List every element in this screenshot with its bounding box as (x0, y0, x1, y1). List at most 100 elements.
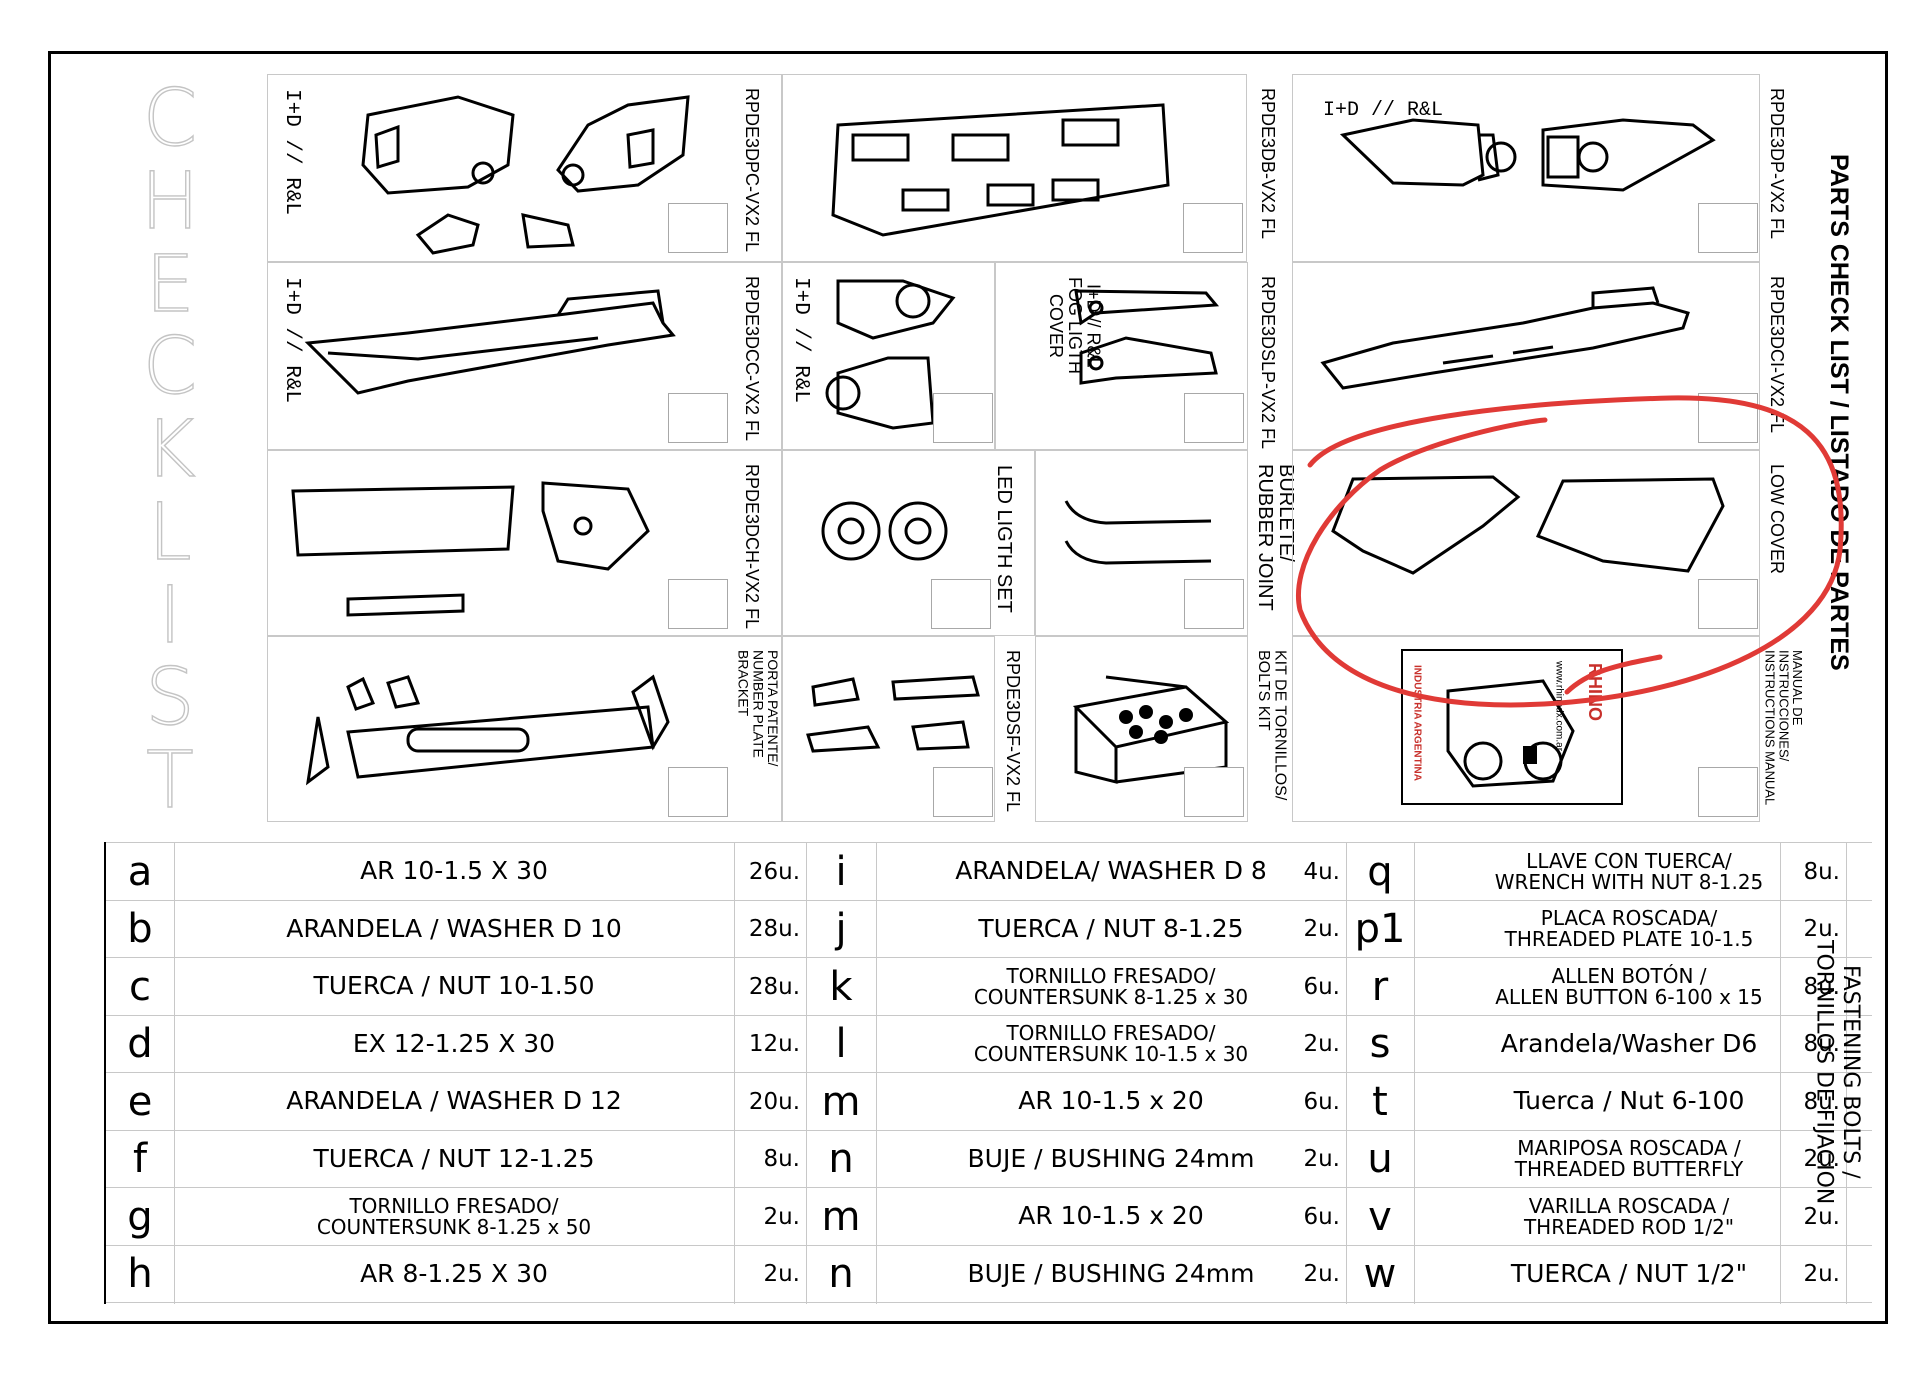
part-code-cell: RPDE3DCC-VX2 FL (730, 262, 780, 450)
part-cell-db-beam (782, 74, 1247, 262)
part-checkbox[interactable] (1698, 579, 1758, 629)
bolt-letter: d (127, 1021, 153, 1067)
bolt-description: AR 10-1.5 X 30 (360, 856, 548, 886)
part-code-cell: KIT DE TORNILLOS/ BOLTS KIT (1248, 636, 1298, 822)
bolt-letter: b (127, 906, 153, 952)
part-checkbox[interactable] (1184, 579, 1244, 629)
led-set-drawing (821, 501, 948, 561)
bolt-description: ARANDELA/ WASHER D 8 (955, 856, 1267, 886)
bolt-description: ARANDELA / WASHER D 12 (286, 1086, 622, 1116)
part-code: RPDE3DSLP-VX2 FL (1257, 276, 1278, 450)
part-code: RPDE3DB-VX2 FL (1257, 88, 1278, 240)
table-column-divider (806, 842, 807, 1304)
fastening-bolts-title: FASTENING BOLTS / TORNILLOS DE FIJACION (1811, 940, 1863, 1205)
table-column-divider (734, 842, 735, 1304)
bolt-quantity: 2u. (1303, 1031, 1340, 1057)
bolt-description: TORNILLO FRESADO/ COUNTERSUNK 8-1.25 x 5… (316, 1193, 592, 1239)
rubber-joint-drawing (1064, 500, 1212, 565)
bolt-quantity: 6u. (1303, 973, 1340, 1000)
side-title-letter: H (140, 156, 200, 247)
bolt-quantity: 2u. (1303, 916, 1340, 942)
part-code: RPDE3DCI-VX2 FL (1766, 276, 1787, 434)
part-cell-bolts-kit (1035, 636, 1248, 822)
part-checkbox[interactable] (933, 767, 993, 817)
bolt-letter: h (127, 1251, 153, 1297)
bolt-letter: i (835, 848, 847, 895)
side-title-letter: C (142, 74, 198, 164)
bolt-letter: a (127, 848, 153, 895)
part-checkbox[interactable] (1183, 203, 1243, 253)
bolt-quantity: 6u. (1303, 1203, 1340, 1230)
side-title-letter: I (158, 570, 182, 661)
part-cell-dcc-bar: I+D // R&L (267, 262, 782, 450)
part-checkbox[interactable] (1698, 393, 1758, 443)
bolt-letter: n (828, 1136, 854, 1182)
bolt-description: TUERCA / NUT 1/2" (1510, 1258, 1748, 1288)
bolt-description: TUERCA / NUT 10-1.50 (313, 971, 595, 1001)
part-cell-dch-plates (267, 450, 782, 636)
part-label: LOW COVER (1766, 464, 1787, 575)
bolt-letter: j (835, 906, 847, 952)
bolt-quantity: 8u. (1803, 973, 1840, 1000)
bolt-letter: s (1369, 1021, 1391, 1067)
pc-brackets-drawing (361, 95, 690, 255)
bolt-quantity: 8u. (763, 1146, 800, 1172)
bolt-quantity: 2u. (1803, 916, 1840, 942)
part-label: I+D // R&L (1323, 99, 1443, 122)
parts-checklist-title: PARTS CHECK LIST / LISTADO DE PARTES (1825, 154, 1853, 671)
bolt-quantity: 4u. (1303, 858, 1340, 885)
part-checkbox[interactable] (668, 203, 728, 253)
part-checkbox[interactable] (668, 579, 728, 629)
bolt-quantity: 2u. (1803, 1146, 1840, 1172)
part-cell-led-set: LED LIGTH SET (782, 450, 1035, 636)
part-cell-dslp-brackets: I+D // R&L FOG LIGTH COVER (995, 262, 1248, 450)
bolt-description: TORNILLO FRESADO/ COUNTERSUNK 10-1.5 x 3… (973, 1021, 1249, 1066)
bolt-quantity: 28u. (748, 916, 800, 942)
bolt-letter: f (132, 1136, 148, 1182)
part-checkbox[interactable] (931, 579, 991, 629)
part-checkbox[interactable] (668, 767, 728, 817)
table-column-divider (1846, 842, 1847, 1304)
db-beam-drawing (831, 103, 1170, 237)
part-code-cell: RPDE3DCI-VX2 FL (1755, 262, 1805, 450)
bolt-letter: r (1371, 963, 1389, 1010)
bolt-description: Tuerca / Nut 6-100 (1513, 1086, 1745, 1116)
bolt-quantity: 2u. (1803, 1261, 1840, 1287)
part-checkbox[interactable] (933, 393, 993, 443)
dp-frontal-drawing: I+D // R&L (1323, 99, 1716, 192)
part-label: I+D // R&L (280, 89, 304, 216)
bolt-description: ARANDELA / WASHER D 10 (286, 913, 622, 943)
number-plate-drawing (305, 674, 670, 786)
bolt-letter: q (1367, 848, 1393, 895)
part-label: MANUAL DE INSTRUCCIONES/ INSTRUCTIONS MA… (1762, 650, 1805, 806)
part-code: RPDE3DP-VX2 FL (1766, 88, 1787, 240)
table-column-divider (1414, 842, 1415, 1304)
part-code-cell: RPDE3DSLP-VX2 FL (1248, 262, 1298, 450)
bolt-description: AR 8-1.25 X 30 (360, 1258, 548, 1288)
bolt-letter: w (1363, 1251, 1397, 1297)
bolt-quantity: 2u. (763, 1203, 800, 1230)
dsf-brackets-drawing (806, 675, 980, 753)
bolt-description: Arandela/Washer D6 (1500, 1028, 1758, 1058)
part-checkbox[interactable] (1184, 393, 1244, 443)
bolt-description: TORNILLO FRESADO/ COUNTERSUNK 8-1.25 x 3… (973, 963, 1249, 1009)
bolt-description: AR 10-1.5 x 20 (1018, 1201, 1204, 1231)
part-checkbox[interactable] (1698, 203, 1758, 253)
part-code-cell: MANUAL DE INSTRUCCIONES/ INSTRUCTIONS MA… (1755, 636, 1805, 822)
bolt-quantity: 6u. (1303, 1088, 1340, 1115)
bolt-quantity: 28u. (748, 973, 800, 1000)
part-checkbox[interactable] (668, 393, 728, 443)
bolt-description: VARILLA ROSCADA / THREADED ROD 1/2" (1523, 1193, 1735, 1239)
part-checkbox[interactable] (1184, 767, 1244, 817)
dch-plates-drawing (291, 481, 650, 617)
bolt-quantity: 8u. (1803, 1031, 1840, 1057)
part-checkbox[interactable] (1698, 767, 1758, 817)
part-cell-fog-cover: I+D // R&L (782, 262, 995, 450)
